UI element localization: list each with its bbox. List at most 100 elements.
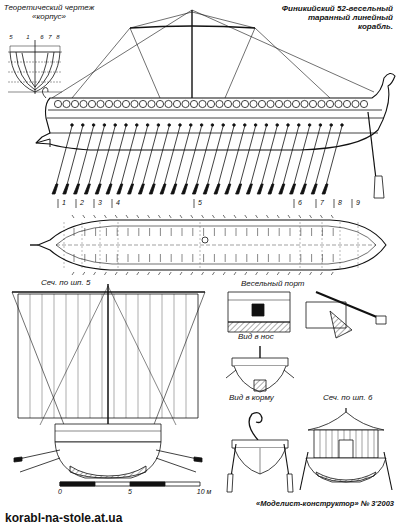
- shield: [309, 100, 316, 107]
- shield: [250, 100, 257, 107]
- shield-row: [54, 100, 367, 107]
- oar-blade: [138, 184, 144, 194]
- oar-stub: [83, 215, 85, 218]
- oar-stub: [310, 215, 312, 218]
- oar-stub: [104, 272, 106, 275]
- oar: [97, 126, 115, 193]
- station-tick: [294, 199, 295, 208]
- oar-port: [200, 124, 203, 127]
- oar-port: [244, 124, 247, 127]
- oar-blade: [203, 184, 209, 194]
- shield: [326, 100, 333, 107]
- shield: [360, 100, 367, 107]
- sail-seam: [114, 294, 115, 418]
- shield: [275, 100, 282, 107]
- oar: [227, 126, 245, 193]
- shield: [71, 100, 78, 107]
- shield: [139, 100, 146, 107]
- oar-port: [136, 124, 139, 127]
- oar-stub: [310, 272, 312, 275]
- scale-value: 10 м: [196, 488, 213, 496]
- oar-port-detail: [228, 292, 386, 338]
- oar-blade: [106, 184, 112, 194]
- shield: [88, 100, 95, 107]
- oar-blade: [52, 184, 58, 194]
- oar-stub: [169, 215, 171, 218]
- oar: [108, 126, 126, 193]
- scale-bar: [60, 482, 200, 486]
- oar-stub: [266, 272, 268, 275]
- oar: [238, 126, 256, 193]
- shield: [63, 100, 70, 107]
- oar-stub: [212, 215, 214, 218]
- bench: [246, 228, 247, 236]
- shield: [173, 100, 180, 107]
- oar-blade: [128, 184, 134, 194]
- station-number: 3: [97, 199, 103, 207]
- bench: [182, 254, 183, 262]
- oar: [140, 126, 158, 193]
- oar-stub: [320, 215, 322, 218]
- hull-side-view: [36, 73, 395, 198]
- oar-stub: [180, 215, 182, 218]
- oar-stub: [94, 272, 96, 275]
- shield: [301, 100, 308, 107]
- bench: [106, 228, 107, 236]
- bench: [236, 228, 237, 236]
- oar-stub: [202, 215, 204, 218]
- shield: [292, 100, 299, 107]
- oar-stub: [72, 272, 74, 275]
- oar-stub: [331, 215, 333, 218]
- oar-stub: [126, 215, 128, 218]
- oar: [119, 126, 137, 193]
- oar-blade: [311, 184, 317, 194]
- station-tick: [334, 199, 335, 208]
- station-number: 9: [355, 199, 361, 207]
- sail-seam: [66, 294, 67, 418]
- oar-stub: [158, 215, 160, 218]
- oar-blade: [257, 184, 263, 194]
- oar-port: [157, 124, 160, 127]
- stern-view: [227, 413, 293, 492]
- station-tick: [352, 199, 353, 208]
- oar-stub: [104, 215, 106, 218]
- bench: [106, 254, 107, 262]
- oar-port: [146, 124, 149, 127]
- oar-port: [179, 124, 182, 127]
- oar-blade: [225, 184, 231, 194]
- frame-number: 8: [55, 34, 60, 41]
- oar-stub: [245, 215, 247, 218]
- oars-side-view: [52, 124, 343, 194]
- station-line: [82, 222, 83, 268]
- oar-blade: [74, 184, 80, 194]
- section-frame-6: [300, 408, 392, 490]
- shield: [131, 100, 138, 107]
- bench: [279, 254, 280, 262]
- oar-stub: [288, 215, 290, 218]
- oar-stub: [148, 272, 150, 275]
- shield: [343, 100, 350, 107]
- shield: [207, 100, 214, 107]
- oar-blade: [84, 184, 90, 194]
- oar: [162, 126, 180, 193]
- bench: [84, 228, 85, 236]
- bench: [333, 228, 334, 236]
- frame-number: 7: [47, 34, 52, 41]
- view-title: Весельный порт: [240, 280, 306, 289]
- oar: [173, 126, 191, 193]
- oar-port: [92, 124, 95, 127]
- station-line: [340, 222, 341, 268]
- view-title: Вид в корму: [228, 394, 275, 403]
- oar-stub: [72, 215, 74, 218]
- oar-stub: [299, 272, 301, 275]
- shield: [156, 100, 163, 107]
- oar-stub: [277, 272, 279, 275]
- oar-port: [265, 124, 268, 127]
- oar-stub: [148, 215, 150, 218]
- oar-stub: [137, 215, 139, 218]
- bench: [160, 228, 161, 236]
- station-line: [118, 222, 119, 268]
